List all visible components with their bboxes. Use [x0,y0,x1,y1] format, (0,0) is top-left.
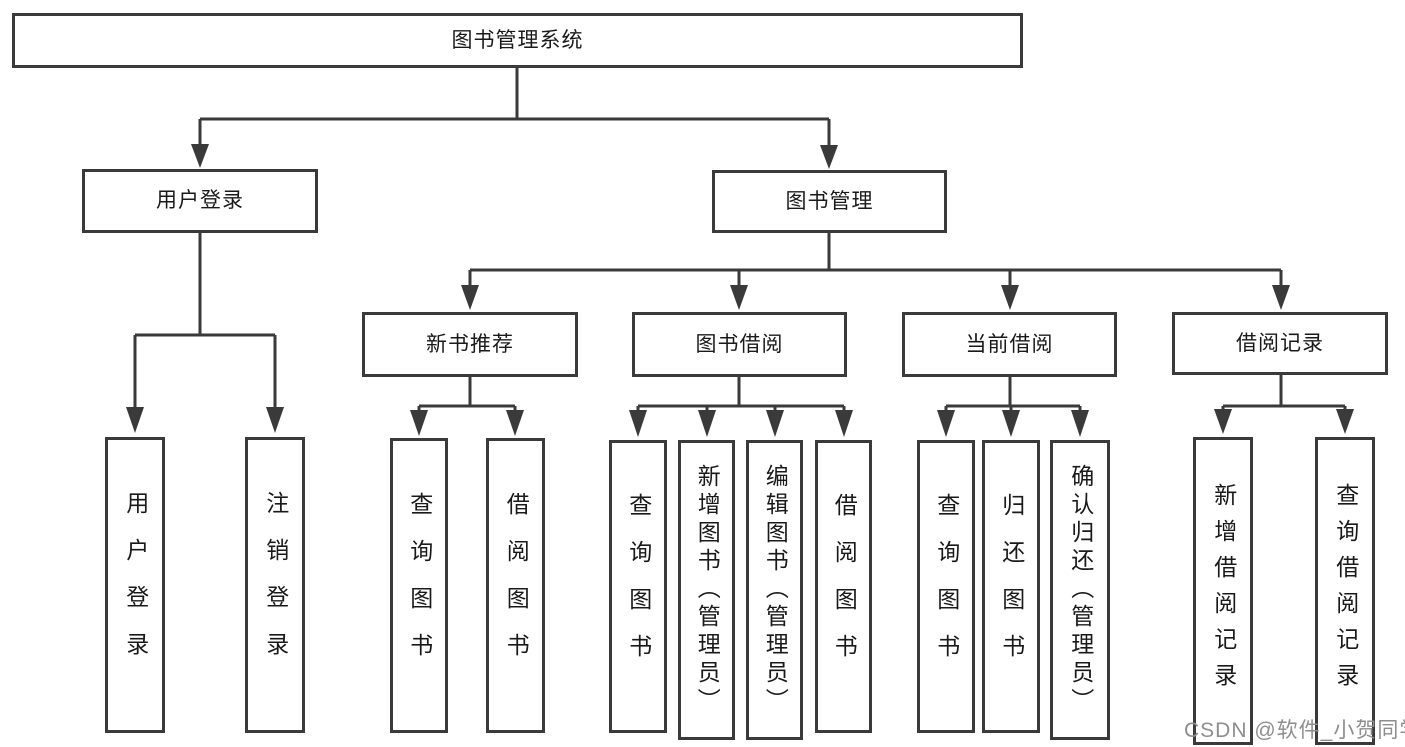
node-user-login: 用户登录 [82,169,318,233]
node-library-management-system: 图书管理系统 [12,13,1023,68]
node-borrow-books: 借阅图书 [815,440,872,733]
node-add-book-admin: 新增图书（管理员） [678,440,735,740]
node-edit-book-admin: 编辑图书（管理员） [746,440,803,740]
node-confirm-return-admin: 确认归还（管理员） [1050,440,1110,740]
node-query-books-borrowing: 查询图书 [609,440,667,733]
node-query-borrow-record: 查询借阅记录 [1315,437,1375,745]
node-borrow-records: 借阅记录 [1172,312,1388,375]
node-query-books-current: 查询图书 [917,440,975,733]
node-user-login-leaf: 用户登录 [105,437,165,733]
node-book-management: 图书管理 [712,170,947,233]
watermark: CSDN @软件_小贺同学 [1184,719,1405,742]
node-add-borrow-record: 新增借阅记录 [1193,437,1253,745]
node-new-book-recommend: 新书推荐 [362,312,578,377]
node-logout: 注销登录 [245,437,305,733]
node-return-book: 归还图书 [982,440,1040,733]
node-book-borrowing: 图书借阅 [632,312,847,377]
node-borrow-books-recommend: 借阅图书 [486,438,545,733]
node-current-borrowing: 当前借阅 [902,312,1117,377]
node-query-books-recommend: 查询图书 [390,438,448,733]
